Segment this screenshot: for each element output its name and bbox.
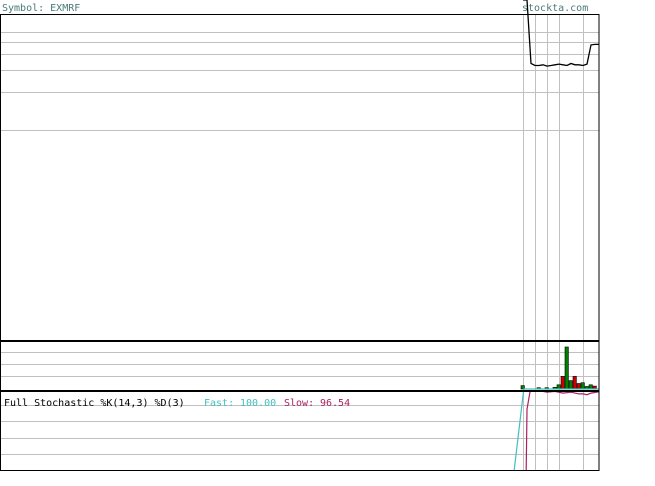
slow-label: Slow: (284, 398, 314, 409)
volume-bar (556, 384, 561, 390)
slow-value: 96.54 (320, 398, 350, 409)
price-panel-frame (0, 14, 600, 341)
stochastic-title: Full Stochastic %K(14,3) %D(3) (4, 398, 185, 409)
symbol-label: Symbol: EXMRF (2, 3, 80, 14)
volume-bar (568, 380, 573, 390)
stochastic-fast-line (513, 388, 599, 471)
fast-value: 100.00 (240, 398, 276, 409)
frame-layer (0, 14, 600, 471)
marks-layer (513, 0, 600, 471)
volume-bar (560, 376, 565, 390)
volume-bar (572, 376, 577, 390)
text-layer: Symbol: EXMRF stockta.com Full Stochasti… (2, 3, 588, 409)
stochastic-slow-line (525, 390, 600, 471)
price-line (523, 0, 599, 67)
site-label: stockta.com (522, 3, 588, 14)
volume-bar (564, 346, 569, 390)
fast-label: Fast: (204, 398, 234, 409)
volume-bar (576, 383, 581, 390)
volume-bar (520, 385, 525, 390)
volume-bar (588, 384, 593, 390)
volume-bar (580, 382, 585, 390)
stochastic-panel-frame (0, 391, 600, 471)
volume-panel-frame (0, 341, 600, 391)
